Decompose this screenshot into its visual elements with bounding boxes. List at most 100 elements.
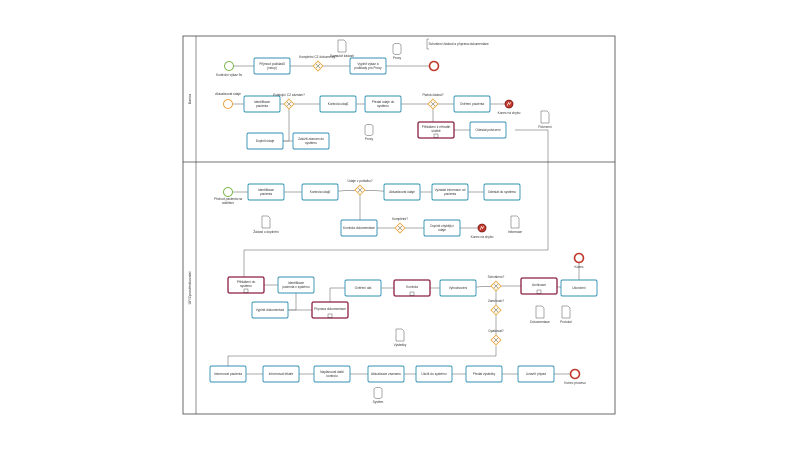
doc-node[interactable]: Formulář žádosti <box>330 39 354 58</box>
task-node[interactable]: Uložit do systému <box>415 365 453 383</box>
end-node[interactable] <box>428 60 440 72</box>
task-box[interactable] <box>319 95 357 113</box>
task-box[interactable] <box>251 301 289 319</box>
timer-node[interactable]: Aktualizovat údaje <box>215 92 241 109</box>
gateway-node[interactable]: Zamítnuto? <box>488 299 504 316</box>
task-node[interactable]: Ověření pacienta <box>453 95 491 113</box>
task-node[interactable]: Přijmout podkladů(vstup) <box>253 57 291 75</box>
task-box[interactable] <box>469 121 507 139</box>
task-node[interactable]: Doplnit údaje <box>246 132 284 150</box>
annotation-node[interactable]: Schválení žádosti a příprava dokumentace <box>426 38 489 50</box>
task-node[interactable]: Ukončení <box>560 279 598 297</box>
doc-node[interactable]: Žádost o doplnění <box>253 215 279 234</box>
end-event-circle[interactable] <box>569 368 581 380</box>
subprocess-box[interactable] <box>311 301 349 319</box>
task-box[interactable] <box>262 365 300 383</box>
subprocess-box[interactable] <box>417 121 455 139</box>
task-node[interactable]: Uzavřít případ <box>517 365 555 383</box>
task-node[interactable]: Předat výsledky <box>465 365 503 383</box>
task-node[interactable]: Kontrola údajů <box>319 95 357 113</box>
task-node[interactable]: Kontrola dokumentace <box>340 219 378 237</box>
db-node[interactable]: Systém <box>373 387 384 404</box>
task-node[interactable]: Aktualizace záznamu <box>367 365 405 383</box>
task-box[interactable] <box>415 365 453 383</box>
task-box[interactable] <box>465 365 503 383</box>
gateway-node[interactable]: Kompletní CZ dokumenty? <box>299 55 337 72</box>
subprocess-box[interactable] <box>227 276 265 294</box>
task-node[interactable]: Ověření dat <box>344 279 382 297</box>
task-node[interactable]: Informovat lékaře <box>262 365 300 383</box>
gateway-node[interactable]: Existující CZ záznam? <box>273 93 305 110</box>
doc-node[interactable]: Výsledky <box>394 328 407 347</box>
task-box[interactable] <box>246 132 284 150</box>
task-node[interactable]: Vyhodnocení <box>439 279 477 297</box>
subprocess-node[interactable]: Příprava dokumentace <box>311 301 349 319</box>
task-box[interactable] <box>277 276 315 294</box>
task-node[interactable]: Odeslat do systému <box>483 183 521 201</box>
task-box[interactable] <box>247 183 285 201</box>
doc-node[interactable]: Protokol <box>560 305 572 324</box>
end-node[interactable]: Konec <box>573 252 585 269</box>
task-box[interactable] <box>313 365 351 383</box>
start-event-circle[interactable] <box>223 187 233 197</box>
doc-node[interactable]: Dokumentace <box>530 305 550 324</box>
task-box[interactable] <box>383 183 421 201</box>
task-box[interactable] <box>517 365 555 383</box>
gateway-node[interactable]: Kompletní? <box>392 217 408 234</box>
task-box[interactable] <box>253 57 291 75</box>
task-node[interactable]: Aktualizovat údaje <box>383 183 421 201</box>
gateway-node[interactable]: Opakovat? <box>488 329 504 346</box>
task-box[interactable] <box>439 279 477 297</box>
task-box[interactable] <box>453 95 491 113</box>
task-box[interactable] <box>301 183 339 201</box>
gateway-node[interactable]: Platná žádost? <box>422 93 444 110</box>
task-box[interactable] <box>364 95 402 113</box>
db-node[interactable]: Proxy <box>392 43 402 60</box>
task-box[interactable] <box>431 183 469 201</box>
task-box[interactable] <box>349 57 387 75</box>
subprocess-box[interactable] <box>393 279 431 297</box>
gateway-node[interactable]: Údaje v pořádku? <box>348 178 373 196</box>
subprocess-box[interactable] <box>520 277 558 295</box>
task-box[interactable] <box>292 132 330 150</box>
start-event-circle[interactable] <box>224 61 234 71</box>
start-node[interactable]: Kontrolní výkaz 9s <box>216 61 242 77</box>
doc-node[interactable]: Informace <box>508 215 522 234</box>
end-node[interactable]: Konec procesu <box>564 368 586 385</box>
task-box[interactable] <box>344 279 382 297</box>
subprocess-node[interactable]: Archivace <box>520 277 558 295</box>
task-box[interactable] <box>209 365 247 383</box>
error-node[interactable]: Konec na chybu <box>471 223 494 239</box>
doc-node[interactable]: Potvrzení <box>538 110 552 129</box>
task-node[interactable]: Vyplnit dokumentaci <box>251 301 289 319</box>
end-event-circle[interactable] <box>573 252 585 264</box>
task-node[interactable]: Kontrola údajů <box>301 183 339 201</box>
task-box[interactable] <box>340 219 378 237</box>
db-node[interactable]: Proxy <box>364 124 374 141</box>
node-label: Systém <box>373 400 384 404</box>
task-box[interactable] <box>483 183 521 201</box>
task-node[interactable]: Odeslat potvrzení <box>469 121 507 139</box>
task-box[interactable] <box>560 279 598 297</box>
task-node[interactable]: Informovat pacienta <box>209 365 247 383</box>
end-event-circle[interactable] <box>428 60 440 72</box>
task-box[interactable] <box>243 95 281 113</box>
task-box[interactable] <box>423 219 461 237</box>
error-node[interactable]: Konec na chybu <box>498 99 521 115</box>
task-box[interactable] <box>367 365 405 383</box>
timer-event-circle[interactable] <box>223 99 233 109</box>
subprocess-node[interactable]: Kontrola <box>393 279 431 297</box>
gateway-node[interactable]: Schváleno? <box>488 275 505 292</box>
